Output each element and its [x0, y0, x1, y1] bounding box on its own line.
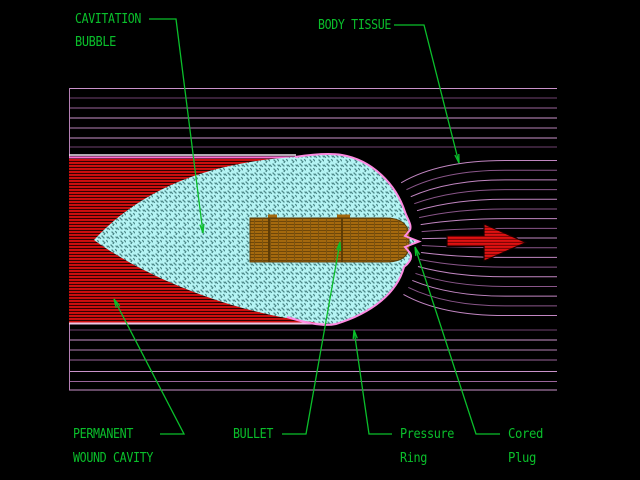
- bullet-seams: [268, 218, 343, 262]
- direction-arrow-icon: [446, 223, 528, 262]
- label-pressure: Pressure: [400, 427, 455, 442]
- arrowhead-bullet: [335, 241, 342, 252]
- tissue-line: [400, 160, 557, 184]
- tissue-line: [419, 208, 557, 219]
- bullet-crimp-1: [268, 214, 277, 220]
- label-cored: Cored: [508, 427, 543, 442]
- leader-permanent-wound-cavity: [113, 298, 186, 435]
- leader-body-tissue: [394, 24, 460, 164]
- leader-pressure-ring: [353, 329, 392, 435]
- tissue-line: [416, 198, 557, 212]
- leader-cavitation-bubble: [149, 18, 204, 234]
- tissue-line: [414, 189, 557, 205]
- label-cavitation-line1: CAVITATION: [75, 12, 141, 27]
- label-bullet: BULLET: [233, 427, 274, 442]
- label-cavitation-line2: BUBBLE: [75, 35, 116, 50]
- tissue-line: [419, 259, 557, 268]
- labels: CAVITATION BUBBLE BODY TISSUE PERMANENT …: [73, 12, 543, 466]
- tissue-line: [406, 169, 557, 191]
- tissue-line: [403, 293, 557, 317]
- tissue-flow-lines: [400, 160, 557, 317]
- bubble-outline: [286, 152, 422, 326]
- tissue-lines-top: [69, 88, 557, 157]
- label-ring: Ring: [400, 451, 427, 466]
- tissue-line: [408, 286, 557, 307]
- arrowhead-cored-plug: [414, 246, 421, 257]
- tissue-line: [412, 279, 557, 297]
- label-permanent: PERMANENT: [73, 427, 134, 442]
- arrowhead-body-tissue: [454, 153, 460, 164]
- bullet-shape: [249, 217, 410, 263]
- label-body-tissue: BODY TISSUE: [318, 18, 391, 33]
- leader-lines: [113, 18, 500, 435]
- tissue-line: [417, 265, 557, 278]
- bullet-crimp-2: [337, 214, 350, 220]
- bullet-group: [249, 214, 410, 263]
- arrowhead-cavitation-bubble: [199, 223, 205, 234]
- arrowhead-permanent-wound-cavity: [113, 298, 121, 308]
- tissue-lines-bottom: [69, 323, 557, 391]
- tissue-line: [420, 218, 557, 226]
- arrowhead-pressure-ring: [352, 329, 358, 340]
- tissue-line: [421, 252, 557, 258]
- label-wound-cavity: WOUND CAVITY: [73, 451, 154, 466]
- tissue-line: [421, 227, 557, 233]
- label-plug: Plug: [508, 451, 536, 466]
- leader-bullet: [282, 241, 341, 435]
- tissue-line: [410, 179, 557, 198]
- leader-cored-plug: [414, 246, 500, 435]
